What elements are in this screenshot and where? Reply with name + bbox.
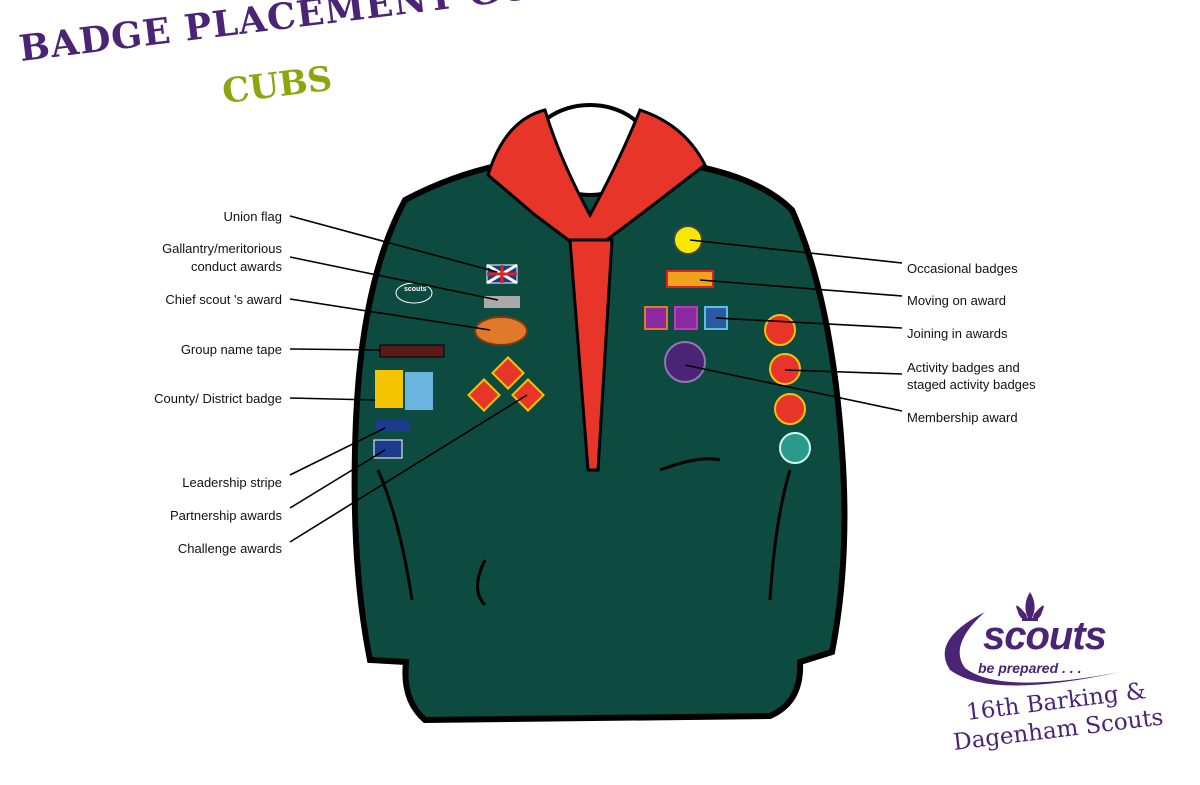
leader-lines [289,215,903,543]
label-activity-2: staged activity badges [907,377,1036,392]
challenge-award [491,356,525,390]
label-moving-on: Moving on award [907,293,1006,308]
chief-scout-award [474,316,528,346]
label-activity: Activity badges and [907,360,1020,375]
group-name-tape [379,344,445,358]
label-membership: Membership award [907,410,1018,425]
label-gallantry-2: conduct awards [190,259,282,274]
logo-tagline: be prepared . . . [978,660,1082,676]
joining-in-award [644,306,668,330]
staged-activity-badge [779,432,811,464]
partnership-award [373,439,403,459]
challenge-award [467,378,501,412]
label-leadership: Leadership stripe [182,475,282,490]
label-partnership: Partnership awards [170,508,282,523]
activity-badge [769,353,801,385]
county-badge [375,370,403,408]
fleur-de-lis-icon [1016,592,1044,621]
woggle-tie [568,238,614,472]
activity-badge [774,393,806,425]
label-challenge: Challenge awards [177,541,282,556]
label-gallantry: Gallantry/meritorious [162,241,282,256]
label-occasional: Occasional badges [907,261,1018,276]
necker [486,108,707,247]
label-group-tape: Group name tape [180,342,282,357]
challenge-award [511,378,545,412]
sleeve-badge-text: scouts [404,286,427,293]
logo-word: scouts [983,614,1107,658]
membership-award [664,341,706,383]
joining-in-award [674,306,698,330]
district-badge [405,372,433,410]
label-joining-in: Joining in awards [907,326,1008,341]
moving-on-award [666,270,714,288]
label-union-flag: Union flag [223,209,282,224]
activity-badge [764,314,796,346]
label-chief-scout: Chief scout 's award [165,292,282,307]
label-county: County/ District badge [154,391,282,406]
occasional-badge [673,225,703,255]
